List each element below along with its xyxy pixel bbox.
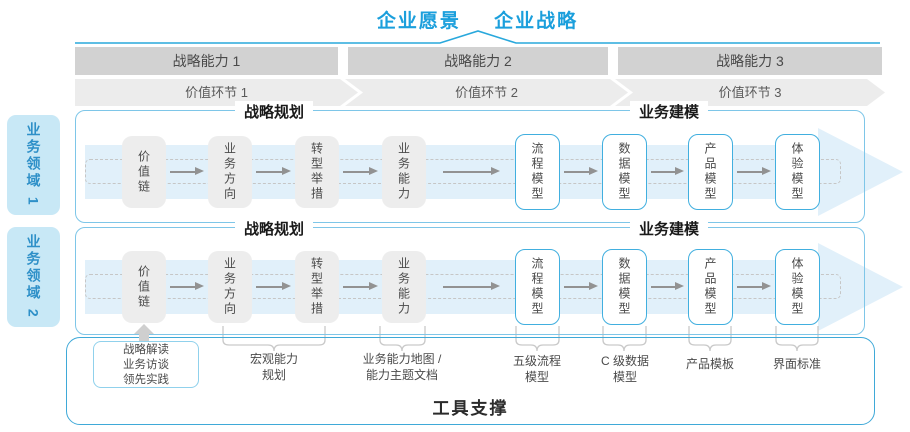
flow-arrow-icon xyxy=(737,282,771,290)
tool-support-label: 工具支撑 xyxy=(432,399,509,418)
note-ui-standard: 界面标准 xyxy=(772,357,821,371)
lane2-modeling-header: 业务建模 xyxy=(629,218,709,239)
lane1-dashed-track xyxy=(85,159,841,184)
practice-line-2: 业务访谈 xyxy=(123,359,169,371)
capability-bar-1: 战略能力 1 xyxy=(75,47,338,75)
domain-label-2: 业务领域 2 xyxy=(7,227,60,327)
lane1-box-transformation: 转型举措 xyxy=(295,136,339,208)
lane1-box-value-chain: 价值链 xyxy=(122,136,166,208)
note-data-model: C 级数据 模型 xyxy=(560,353,690,385)
up-arrow-icon xyxy=(134,324,154,334)
page-title: 企业愿景 企业战略 xyxy=(75,6,880,33)
lane1-box-biz-capability: 业务能力 xyxy=(382,136,426,208)
flow-arrow-icon xyxy=(343,282,378,290)
vision-roof-line xyxy=(75,30,880,44)
flow-arrow-icon xyxy=(443,282,500,290)
lane1-box-experience-model: 体验模型 xyxy=(775,134,820,210)
lane1-planning-header: 战略规划 xyxy=(234,101,314,122)
note-macro-planning: 宏观能力 规划 xyxy=(209,351,339,383)
note-line: C 级数据 xyxy=(600,354,649,368)
practice-line-3: 领先实践 xyxy=(123,374,169,386)
lane1-box-process-model: 流程模型 xyxy=(515,134,560,210)
lane2-box-product-model: 产品模型 xyxy=(688,249,733,325)
flow-arrow-icon xyxy=(170,282,204,290)
lane2-box-biz-direction: 业务方向 xyxy=(208,251,252,323)
capability-bar-3: 战略能力 3 xyxy=(618,47,882,75)
note-line: 能力主题文档 xyxy=(365,368,438,382)
tool-support-container: 工具支撑 xyxy=(66,337,875,425)
flow-arrow-icon xyxy=(170,167,204,175)
flow-arrow-icon xyxy=(443,167,500,175)
flow-arrow-icon xyxy=(256,282,291,290)
lane2-box-transformation: 转型举措 xyxy=(295,251,339,323)
lane1-modeling-header: 业务建模 xyxy=(629,101,709,122)
domain-label-1: 业务领域 1 xyxy=(7,115,60,215)
flow-arrow-icon xyxy=(343,167,378,175)
lane-domain-1: 战略规划 业务建模 xyxy=(75,101,865,223)
note-process-model: 五级流程 模型 xyxy=(472,353,602,385)
lane2-box-biz-capability: 业务能力 xyxy=(382,251,426,323)
lane2-planning-header: 战略规划 xyxy=(234,218,314,239)
lane2-box-experience-model: 体验模型 xyxy=(775,249,820,325)
lane1-box-biz-direction: 业务方向 xyxy=(208,136,252,208)
flow-arrow-icon xyxy=(256,167,291,175)
flow-arrow-icon xyxy=(651,282,684,290)
flow-arrow-icon xyxy=(564,167,598,175)
capability-bar-2: 战略能力 2 xyxy=(348,47,608,75)
vision-title: 企业愿景 xyxy=(376,11,461,32)
note-line: 五级流程 xyxy=(512,354,561,368)
lane1-box-data-model: 数据模型 xyxy=(602,134,647,210)
annotation-brackets xyxy=(222,326,819,352)
lane1-box-product-model: 产品模型 xyxy=(688,134,733,210)
note-line: 模型 xyxy=(524,370,549,384)
note-capability-map: 业务能力地图 / 能力主题文档 xyxy=(337,351,467,383)
lane2-dashed-track xyxy=(85,274,841,299)
note-line: 宏观能力 xyxy=(249,352,298,366)
flow-arrow-icon xyxy=(564,282,598,290)
note-product-template: 产品模板 xyxy=(685,357,734,371)
note-line: 模型 xyxy=(612,370,637,384)
note-line: 业务能力地图 / xyxy=(362,352,442,366)
note-line: 规划 xyxy=(261,368,286,382)
lane2-box-process-model: 流程模型 xyxy=(515,249,560,325)
lane2-box-data-model: 数据模型 xyxy=(602,249,647,325)
up-arrow-icon xyxy=(139,333,149,341)
lane2-box-value-chain: 价值链 xyxy=(122,251,166,323)
flow-arrow-icon xyxy=(651,167,684,175)
value-link-chevron-2: 价值环节 2 xyxy=(345,79,628,106)
practice-input-box: 战略解读 业务访谈 领先实践 xyxy=(93,341,199,388)
flow-arrow-icon xyxy=(737,167,771,175)
lane-domain-2: 战略规划 业务建模 xyxy=(75,218,865,335)
strategy-title: 企业战略 xyxy=(494,11,579,32)
value-link-chevron-1: 价值环节 1 xyxy=(75,79,358,106)
practice-line-1: 战略解读 xyxy=(123,344,169,356)
